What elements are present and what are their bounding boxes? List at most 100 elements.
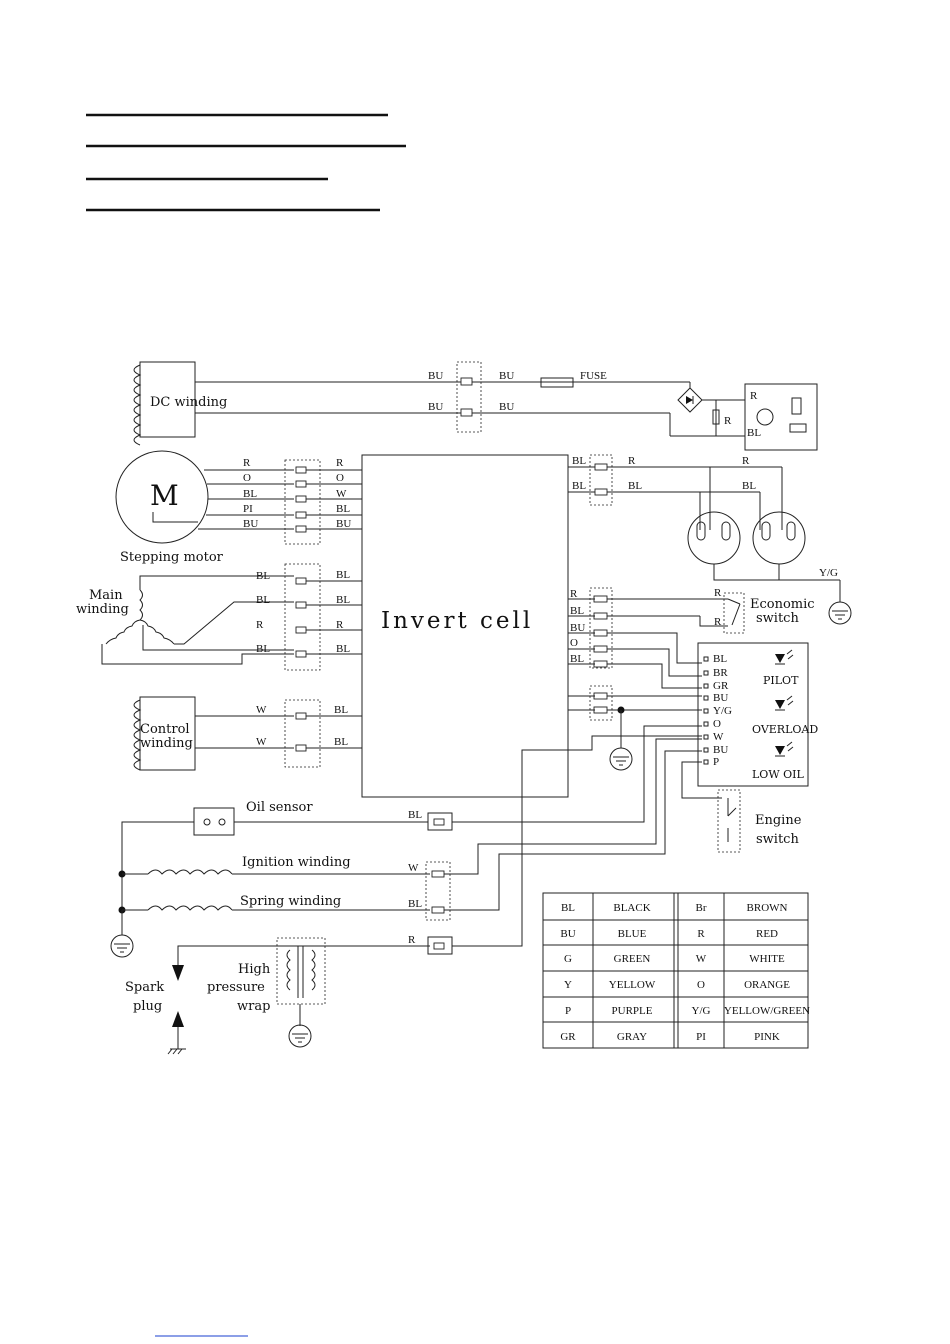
- control-winding-label: Control: [140, 722, 190, 737]
- ac-socket-1: [687, 511, 741, 565]
- motor-wire-label: BU: [336, 518, 351, 530]
- legend-color: ORANGE: [744, 979, 790, 991]
- fuse: [540, 377, 574, 388]
- control-winding: Control winding W W BL BL: [133, 696, 362, 771]
- legend-color: BLUE: [618, 928, 647, 940]
- main-winding-label: winding: [76, 602, 129, 617]
- panel-pin-label: P: [713, 756, 719, 768]
- panel-pin-label: W: [713, 731, 724, 743]
- legend-color: BLACK: [613, 902, 650, 914]
- legend-code: Y/G: [692, 1005, 711, 1017]
- socket-wire-label: R: [750, 390, 758, 402]
- legend-code: W: [696, 953, 707, 965]
- motor-wire-label: PI: [243, 503, 253, 515]
- motor-symbol: M: [150, 479, 179, 512]
- main-wire-label: BL: [336, 569, 350, 581]
- ac-socket-2: [752, 511, 806, 565]
- panel-wire-label: O: [570, 637, 578, 649]
- economic-switch[interactable]: [723, 592, 745, 634]
- panel-pin-label: BL: [713, 653, 727, 665]
- main-wire-label: R: [336, 619, 344, 631]
- panel-wire-label: BU: [570, 622, 585, 634]
- panel-wire-label: BL: [570, 653, 584, 665]
- spark-plug-icon: [167, 965, 186, 1055]
- engine-switch[interactable]: [717, 789, 741, 853]
- economic-switch-label: Economic: [750, 597, 815, 612]
- main-wire-label: BL: [256, 570, 270, 582]
- overload-led-icon: [775, 695, 794, 711]
- indicator-label: OVERLOAD: [752, 723, 818, 736]
- dc-wire-label: BU: [428, 370, 443, 382]
- pilot-led-icon: [775, 649, 794, 665]
- legend-color: YELLOW: [609, 979, 656, 991]
- panel-pin-label: GR: [713, 680, 729, 692]
- ground-wire-label: Y/G: [819, 567, 838, 579]
- legend-code: Br: [696, 902, 707, 914]
- motor-wire-label: BL: [243, 488, 257, 500]
- engine-switch-label: switch: [756, 832, 799, 847]
- ign-wire-label: W: [408, 862, 419, 874]
- main-winding: Main winding BL BL R BL BL BL R BL: [76, 563, 362, 671]
- legend-code: PI: [696, 1031, 706, 1043]
- panel-pin-label: BU: [713, 744, 728, 756]
- legend-code: G: [564, 953, 572, 965]
- socket-wire-label: R: [724, 415, 732, 427]
- output-wire-label: BL: [572, 455, 586, 467]
- legend-color: BROWN: [747, 902, 788, 914]
- oil-sensor-label: Oil sensor: [246, 800, 313, 815]
- header-lines: [86, 113, 406, 212]
- legend-color: YELLOW/GREEN: [724, 1005, 810, 1017]
- legend-code: BU: [560, 928, 575, 940]
- engine-switch-label: Engine: [755, 813, 802, 828]
- ground-symbol: [609, 747, 633, 771]
- invert-cell: Invert cell: [361, 454, 569, 798]
- output-wire-label: R: [742, 455, 750, 467]
- output-wire-label: BL: [742, 480, 756, 492]
- oil-wire-label: BL: [408, 809, 422, 821]
- legend-color: GREEN: [614, 953, 651, 965]
- high-pressure-wrap-label: wrap: [237, 999, 270, 1014]
- main-wire-label: R: [256, 619, 264, 631]
- control-wire-label: W: [256, 736, 267, 748]
- spark-plug-label: plug: [133, 999, 162, 1014]
- panel-pin-label: O: [713, 718, 721, 730]
- legend-code: O: [697, 979, 705, 991]
- legend-color: GRAY: [617, 1031, 647, 1043]
- legend-code: Y: [564, 979, 572, 991]
- motor-wire-label: R: [336, 457, 344, 469]
- stepping-motor-label: Stepping motor: [120, 550, 224, 565]
- control-wire-label: W: [256, 704, 267, 716]
- dc-wire-label: BU: [428, 401, 443, 413]
- indicator-panel: BL BR GR BU Y/G O W BU P PILOT: [697, 642, 818, 787]
- indicator-label: LOW OIL: [752, 768, 804, 781]
- control-wire-label: BL: [334, 704, 348, 716]
- legend-code: GR: [560, 1031, 576, 1043]
- motor-wire-label: BU: [243, 518, 258, 530]
- main-wire-label: BL: [336, 594, 350, 606]
- high-pressure-wrap-label: pressure: [207, 980, 265, 995]
- motor-wire-label: O: [336, 472, 344, 484]
- legend-color: PURPLE: [612, 1005, 653, 1017]
- spring-wire-label: BL: [408, 898, 422, 910]
- motor-wire-label: O: [243, 472, 251, 484]
- invert-cell-label: Invert cell: [381, 608, 533, 634]
- panel-pin-label: BU: [713, 692, 728, 704]
- legend-color: WHITE: [749, 953, 785, 965]
- dc-wire-label: BU: [499, 401, 514, 413]
- stepping-motor: M Stepping motor R O BL PI BU R O W BL B…: [115, 450, 362, 565]
- ground-symbol: [110, 934, 134, 958]
- color-legend: BL BLACK Br BROWN BU BLUE R RED G GREEN …: [542, 892, 810, 1049]
- spark-plug-label: Spark: [125, 980, 164, 995]
- panel-pin-label: BR: [713, 667, 728, 679]
- panel-wire-label: R: [570, 588, 578, 600]
- rectifier: [677, 387, 703, 413]
- dc-winding-label: DC winding: [150, 395, 227, 410]
- spring-winding-label: Spring winding: [240, 894, 341, 909]
- motor-wire-label: W: [336, 488, 347, 500]
- economic-switch-label: switch: [756, 611, 799, 626]
- panel-wiring: R BL BU O BL R R Economic switch: [568, 587, 815, 771]
- control-winding-label: winding: [140, 736, 193, 751]
- legend-code: BL: [561, 902, 575, 914]
- engine-switch-group: Engine switch: [681, 761, 802, 853]
